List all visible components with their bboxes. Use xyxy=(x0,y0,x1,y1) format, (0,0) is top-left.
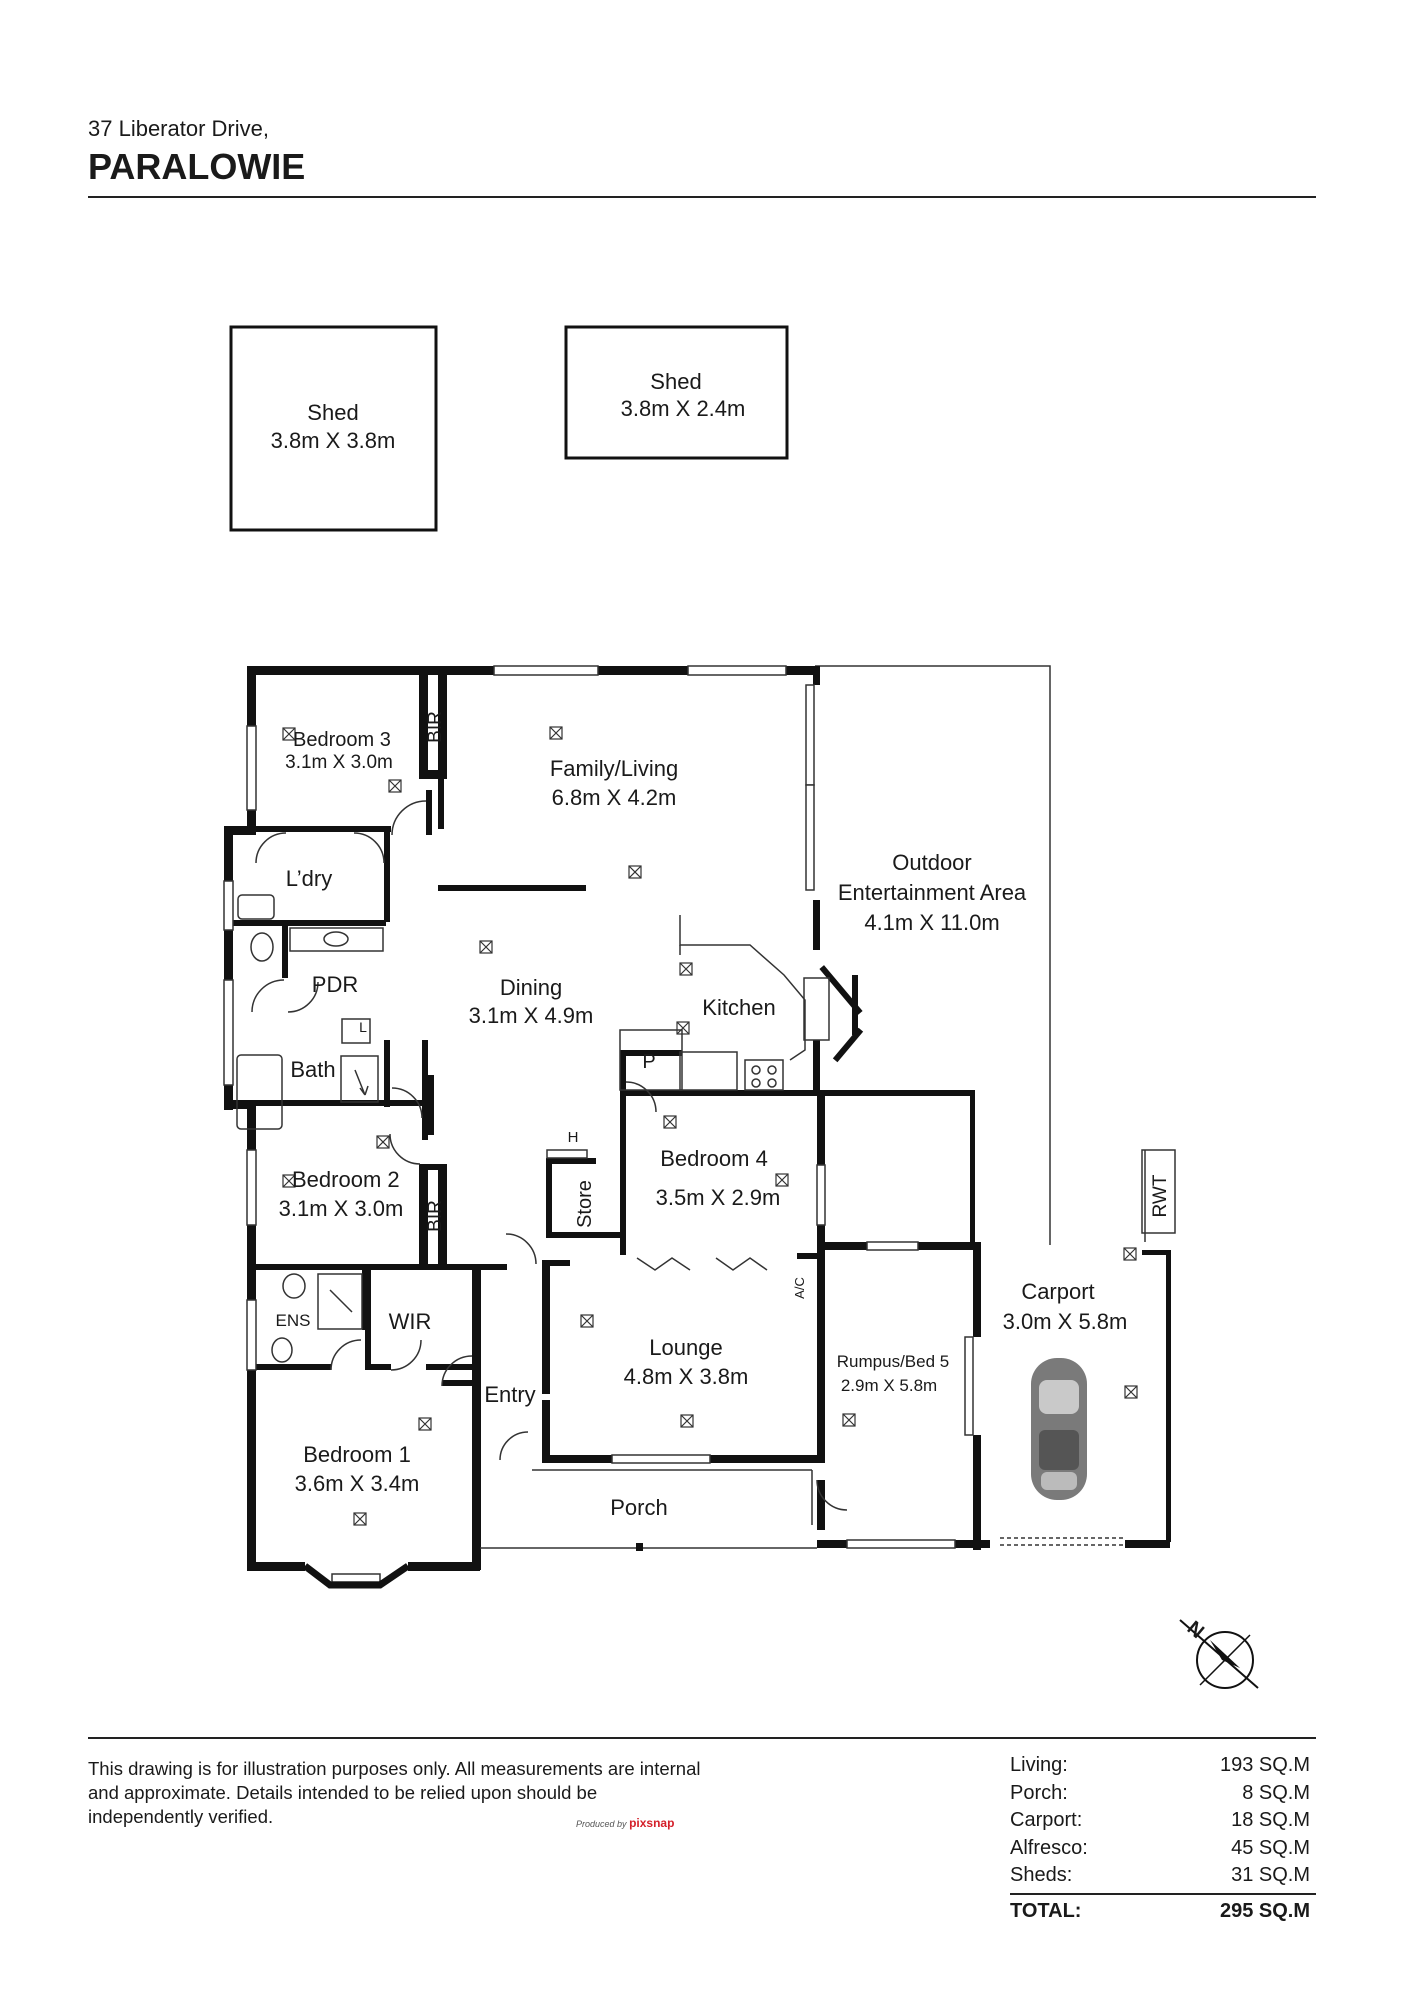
floor-plan: Shed 3.8m X 3.8m Shed 3.8m X 2.4m xyxy=(223,325,1259,1689)
linen-label: L xyxy=(359,1019,367,1035)
carport-name: Carport xyxy=(1021,1279,1094,1304)
shed-1-name: Shed xyxy=(307,400,358,425)
rwt-label: RWT xyxy=(1150,1174,1171,1217)
area-value: 18 SQ.M xyxy=(1231,1809,1310,1832)
area-row-alfresco: Alfresco: 45 SQ.M xyxy=(1010,1835,1310,1863)
doors xyxy=(251,800,848,1511)
shed-2-size: 3.8m X 2.4m xyxy=(621,396,746,421)
bedroom3-name: Bedroom 3 xyxy=(293,729,391,751)
area-label: Porch: xyxy=(1010,1781,1068,1804)
area-row-carport: Carport: 18 SQ.M xyxy=(1010,1807,1310,1835)
area-summary-table: Living: 193 SQ.M Porch: 8 SQ.M Carport: … xyxy=(1010,1752,1310,1890)
bedroom4-name: Bedroom 4 xyxy=(660,1146,768,1171)
walls xyxy=(224,666,1171,1571)
shed-2: Shed 3.8m X 2.4m xyxy=(564,325,789,460)
dining-size: 3.1m X 4.9m xyxy=(469,1003,594,1028)
shed-1: Shed 3.8m X 3.8m xyxy=(229,325,438,532)
ac-label: A/C xyxy=(792,1277,807,1299)
area-value: 45 SQ.M xyxy=(1231,1836,1310,1859)
bir-label-bedroom2: BIR xyxy=(425,1200,446,1232)
total-value: 295 SQ.M xyxy=(1219,1900,1310,1922)
area-value: 193 SQ.M xyxy=(1219,1754,1310,1776)
carport-size: 3.0m X 5.8m xyxy=(1003,1309,1128,1334)
dining-name: Dining xyxy=(500,975,562,1000)
bir-label-bedroom3: BIR xyxy=(425,711,446,743)
bedroom2-size: 3.1m X 3.0m xyxy=(279,1196,404,1221)
area-total-row: TOTAL: 295 SQ.M xyxy=(1010,1900,1310,1923)
total-divider xyxy=(1010,1893,1316,1895)
pantry-label: P xyxy=(642,1051,655,1073)
area-row-sheds: Sheds: 31 SQ.M xyxy=(1010,1862,1310,1890)
small-labels: BIR BIR P Store H L A/C RWT xyxy=(359,711,1171,1299)
entry-name: Entry xyxy=(484,1382,535,1407)
area-label: Living: xyxy=(1010,1754,1068,1776)
laundry-name: L’dry xyxy=(286,866,332,891)
car-icon xyxy=(1031,1358,1087,1500)
store-label: Store xyxy=(574,1180,596,1228)
area-value: 31 SQ.M xyxy=(1231,1864,1310,1887)
wir-name: WIR xyxy=(389,1309,432,1334)
ens-name: ENS xyxy=(276,1311,311,1330)
lounge-size: 4.8m X 3.8m xyxy=(624,1364,749,1389)
smoke-detectors xyxy=(282,726,1138,1526)
family-living-size: 6.8m X 4.2m xyxy=(552,785,677,810)
fixtures xyxy=(236,894,830,1363)
pdr-name: PDR xyxy=(312,972,358,997)
room-labels: Bedroom 3 3.1m X 3.0m Family/Living 6.8m… xyxy=(276,729,1128,1520)
outdoor-name-line1: Outdoor xyxy=(892,850,972,875)
area-value: 8 SQ.M xyxy=(1242,1781,1310,1804)
bedroom4-size: 3.5m X 2.9m xyxy=(656,1185,781,1210)
area-label: Alfresco: xyxy=(1010,1836,1088,1859)
bedroom3-size: 3.1m X 3.0m xyxy=(285,752,393,773)
area-label: Sheds: xyxy=(1010,1864,1073,1887)
producer-prefix: Produced by xyxy=(576,1819,627,1829)
footer-divider xyxy=(88,1737,1316,1739)
property-suburb: PARALOWIE xyxy=(88,146,306,187)
windows xyxy=(223,665,974,1583)
compass-north-label: N xyxy=(1183,1617,1208,1643)
family-living-name: Family/Living xyxy=(550,756,678,781)
compass-icon: N xyxy=(1179,1617,1259,1689)
outdoor-size: 4.1m X 11.0m xyxy=(864,910,999,935)
producer-brand: pixsnap xyxy=(629,1816,675,1830)
outdoor-name-line2: Entertainment Area xyxy=(838,880,1027,905)
porch-name: Porch xyxy=(610,1495,667,1520)
bath-name: Bath xyxy=(290,1057,335,1082)
bedroom2-name: Bedroom 2 xyxy=(292,1167,400,1192)
bedroom1-size: 3.6m X 3.4m xyxy=(295,1471,420,1496)
porch-outline xyxy=(480,1469,1125,1549)
kitchen-name: Kitchen xyxy=(702,995,775,1020)
rumpus-size: 2.9m X 5.8m xyxy=(841,1376,937,1395)
bedroom1-name: Bedroom 1 xyxy=(303,1442,411,1467)
area-row-living: Living: 193 SQ.M xyxy=(1010,1752,1310,1780)
area-label: Carport: xyxy=(1010,1809,1083,1832)
shed-1-size: 3.8m X 3.8m xyxy=(271,428,396,453)
hws-label: H xyxy=(568,1129,579,1146)
shed-2-name: Shed xyxy=(650,369,701,394)
header-divider xyxy=(88,196,1316,198)
area-row-porch: Porch: 8 SQ.M xyxy=(1010,1780,1310,1808)
disclaimer-text: This drawing is for illustration purpose… xyxy=(88,1758,701,1827)
producer-credit: Produced by pixsnap xyxy=(576,1816,674,1830)
property-address: 37 Liberator Drive, xyxy=(88,116,269,141)
outdoor-area-outline xyxy=(815,665,1176,1245)
rumpus-name: Rumpus/Bed 5 xyxy=(837,1352,949,1371)
total-label: TOTAL: xyxy=(1010,1900,1082,1922)
lounge-name: Lounge xyxy=(649,1335,722,1360)
porch-post xyxy=(636,1543,643,1551)
bay-window xyxy=(302,1563,410,1589)
